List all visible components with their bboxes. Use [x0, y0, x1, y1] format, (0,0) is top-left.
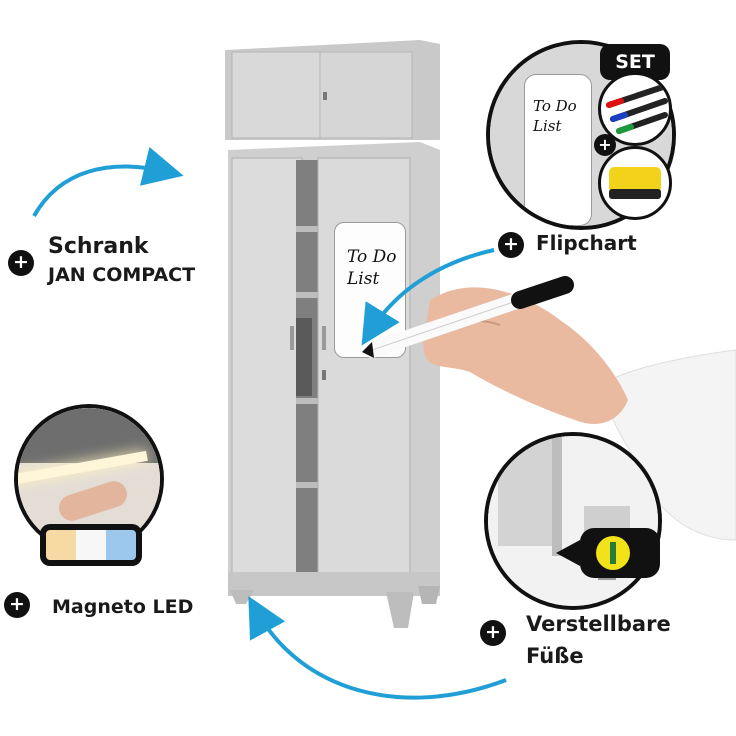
- feet-label-line1: Verstellbare: [526, 612, 671, 636]
- foot-adjust-badge: [580, 528, 660, 578]
- plus-icon: +: [594, 134, 616, 156]
- feet-label-line2: Füße: [526, 644, 584, 668]
- led-label: Magneto LED: [52, 596, 194, 618]
- cabinet-label-line1: Schrank: [48, 234, 149, 259]
- cabinet-label-line2: JAN COMPACT: [48, 264, 196, 286]
- up-down-arrow-icon: [610, 542, 616, 564]
- markers-circle: [598, 72, 672, 146]
- plus-icon: +: [4, 592, 30, 618]
- plus-icon: +: [8, 250, 34, 276]
- mini-whiteboard-line1: To Do: [533, 97, 577, 115]
- sponge-circle: [598, 146, 672, 220]
- pointer-triangle-icon: [556, 540, 580, 566]
- sponge-image: [609, 167, 661, 199]
- flipchart-label: Flipchart: [536, 231, 637, 255]
- led-color-badge: [40, 524, 142, 566]
- mini-whiteboard: To Do List: [524, 74, 592, 226]
- mini-whiteboard-line2: List: [533, 117, 562, 135]
- whiteboard-text-line1: To Do: [347, 247, 397, 267]
- markers-image: [606, 84, 668, 134]
- whiteboard-text-line2: List: [347, 269, 380, 289]
- plus-icon: +: [498, 232, 524, 258]
- plus-icon: +: [480, 620, 506, 646]
